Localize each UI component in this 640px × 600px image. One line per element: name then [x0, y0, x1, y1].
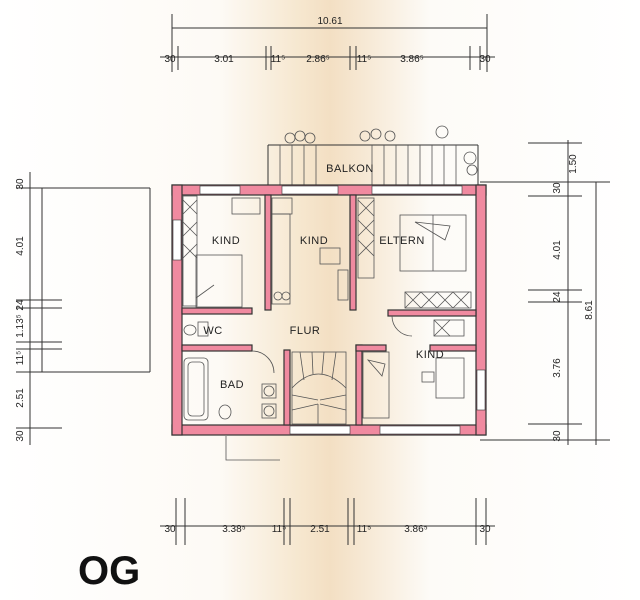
room-label-kid-middle: KIND	[300, 235, 328, 247]
dim-right-total: 8.61	[584, 300, 595, 320]
dim-top-total: 10.61	[317, 16, 342, 27]
walls	[171, 184, 487, 436]
dim-top-3: 2.86⁵	[306, 54, 330, 65]
dim-left-1: 4.01	[15, 236, 26, 256]
dim-top-6: 30	[479, 54, 491, 65]
room-label-toilet: WC	[203, 325, 222, 337]
dim-top-0: 30	[164, 54, 176, 65]
top-dimension-chain: 10.61 30 3.01 11⁵ 2.86⁵ 11⁵ 3.86⁵ 30	[160, 14, 495, 72]
dim-bottom-4: 11⁵	[357, 524, 372, 535]
dim-top-5: 3.86⁵	[400, 54, 424, 65]
room-label-hallway: FLUR	[290, 325, 321, 337]
floor-label: OG	[78, 549, 140, 593]
dim-right-4: 3.76	[552, 358, 563, 378]
room-label-bath: BAD	[220, 379, 244, 391]
furniture	[182, 195, 472, 461]
dim-left-2: 24	[15, 299, 26, 311]
dim-left-4: 11⁵	[15, 351, 26, 366]
dim-bottom-0: 30	[164, 524, 176, 535]
dim-left-5: 2.51	[15, 388, 26, 408]
dim-left-0: 30	[15, 178, 26, 190]
dim-bottom-1: 3.38⁵	[222, 524, 246, 535]
room-label-kid-right: KIND	[416, 349, 444, 361]
dim-bottom-5: 3.86⁵	[404, 524, 428, 535]
dim-left-3: 1.13⁵	[15, 314, 26, 338]
dim-left-6: 30	[15, 430, 26, 442]
right-dimension-chain: 1.50 30 4.01 24 3.76 30 8.61	[480, 140, 610, 445]
dim-right-1: 30	[552, 182, 563, 194]
room-label-parents: ELTERN	[379, 235, 425, 247]
room-label-kid-left: KIND	[212, 235, 240, 247]
dim-top-4: 11⁵	[357, 54, 372, 65]
dim-right-2: 4.01	[552, 240, 563, 260]
dim-bottom-3: 2.51	[310, 524, 330, 535]
room-labels: KIND KIND ELTERN FLUR WC BAD KIND	[203, 235, 444, 391]
left-dimension-chain: 30 4.01 24 1.13⁵ 11⁵ 2.51 30	[15, 172, 151, 445]
dim-top-1: 3.01	[214, 54, 234, 65]
dim-bottom-2: 11⁵	[272, 524, 287, 535]
dim-right-0: 1.50	[568, 154, 579, 174]
dim-top-2: 11⁵	[271, 54, 286, 65]
room-label-balcony: BALKON	[326, 163, 374, 175]
bottom-dimension-chain: 30 3.38⁵ 11⁵ 2.51 11⁵ 3.86⁵ 30	[160, 498, 495, 545]
dim-bottom-6: 30	[479, 524, 491, 535]
balcony: BALKON	[267, 125, 479, 185]
plant-icon	[284, 125, 478, 176]
dim-right-3: 24	[552, 291, 563, 303]
dim-right-5: 30	[552, 430, 563, 442]
